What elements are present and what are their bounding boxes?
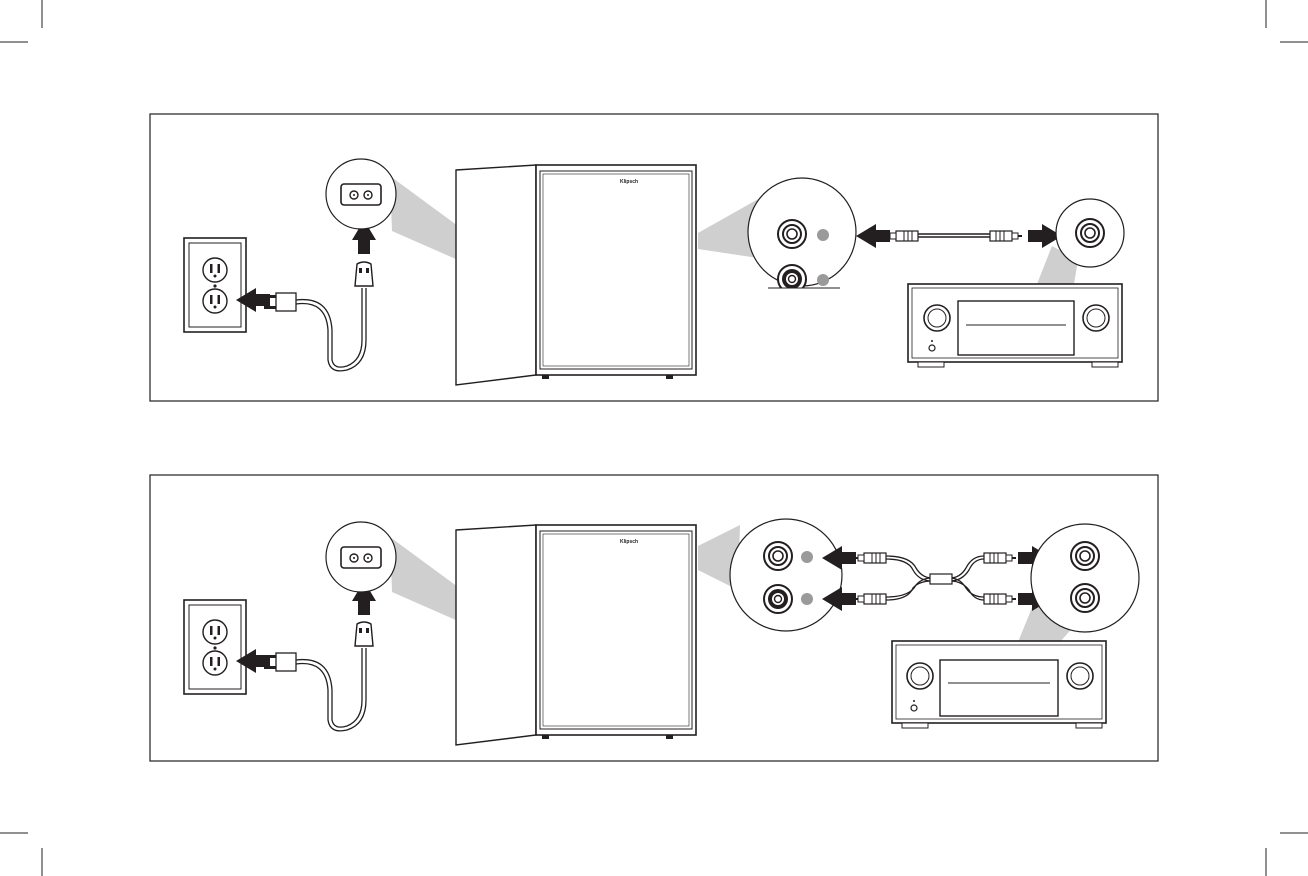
subwoofer-icon [456, 165, 696, 385]
rca-plug-icon [984, 553, 1016, 563]
rca-plug-icon [984, 594, 1016, 604]
subwoofer-icon [456, 525, 696, 745]
receiver-icon [908, 284, 1122, 367]
wall-outlet-icon [184, 238, 246, 332]
rca-plug-icon [854, 594, 886, 604]
power-inlet-callout [326, 159, 396, 229]
receiver-icon [892, 641, 1106, 728]
splitter-junction-icon [930, 574, 952, 584]
subwoofer-logo: Klipsch [620, 539, 638, 545]
subwoofer-logo: Klipsch [620, 179, 638, 185]
subwoofer-jack-callout [730, 519, 842, 631]
receiver-jack-callout [1056, 199, 1124, 267]
power-inlet-callout [326, 522, 396, 592]
iec-plug-icon [355, 262, 373, 286]
panel-single-rca: Klipsch [150, 114, 1158, 401]
rca-plug-icon [854, 553, 886, 563]
panel-dual-rca: Klipsch [150, 475, 1158, 761]
iec-plug-icon [355, 622, 373, 646]
receiver-jack-callout [1031, 524, 1139, 632]
wall-outlet-icon [184, 600, 246, 694]
